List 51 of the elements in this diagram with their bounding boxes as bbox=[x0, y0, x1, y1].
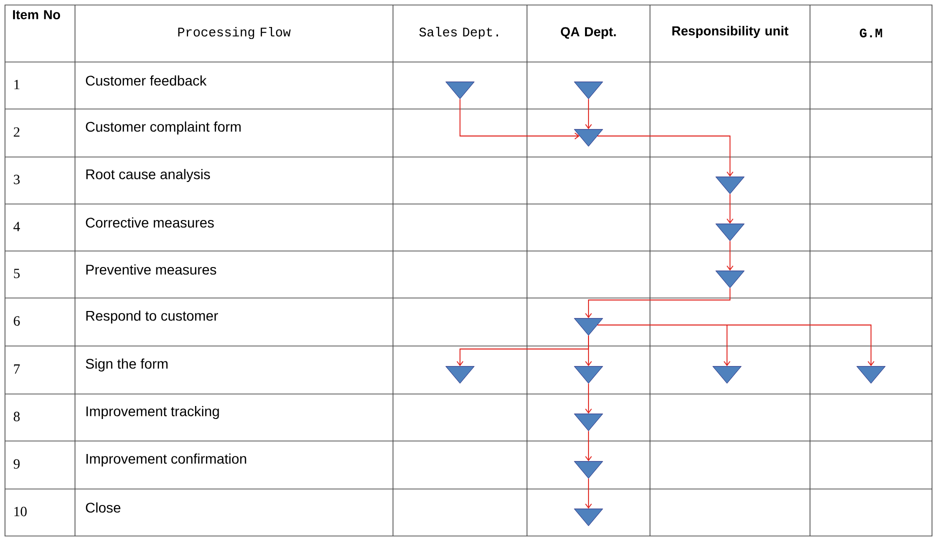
step-name: Close bbox=[86, 502, 120, 513]
step-name: Improvement confirmation bbox=[86, 453, 246, 467]
arrow bbox=[597, 136, 734, 177]
triangle-marker bbox=[574, 508, 603, 526]
triangle-marker bbox=[716, 270, 744, 288]
triangle-marker bbox=[856, 366, 886, 384]
item-number: 6 bbox=[14, 316, 20, 326]
triangle-marker bbox=[574, 414, 603, 432]
item-number: 4 bbox=[13, 222, 20, 232]
triangle-marker bbox=[574, 129, 603, 147]
triangle-marker bbox=[574, 461, 603, 479]
step-name: Improvement tracking bbox=[86, 406, 219, 420]
column-header: QA Dept. bbox=[560, 27, 616, 39]
column-header: Item No bbox=[13, 10, 60, 20]
item-number: 2 bbox=[14, 127, 20, 137]
item-number: 9 bbox=[14, 459, 20, 469]
column-header: Sales Dept. bbox=[419, 26, 498, 40]
step-name: Preventive measures bbox=[86, 264, 216, 275]
step-name: Sign the form bbox=[86, 358, 168, 372]
triangle-marker bbox=[574, 318, 603, 336]
step-name: Customer complaint form bbox=[86, 121, 241, 135]
item-number: 10 bbox=[14, 506, 27, 516]
item-number: 8 bbox=[14, 412, 20, 422]
column-header: Responsibility unit bbox=[672, 26, 788, 38]
arrow bbox=[585, 383, 592, 414]
item-number: 1 bbox=[14, 80, 20, 90]
triangle-marker bbox=[574, 82, 603, 100]
arrow bbox=[585, 478, 592, 509]
arrow bbox=[726, 194, 734, 224]
step-name: Customer feedback bbox=[86, 75, 207, 86]
triangle-marker bbox=[446, 82, 474, 100]
triangle-marker bbox=[446, 366, 474, 384]
arrow bbox=[585, 288, 730, 318]
arrow bbox=[585, 98, 592, 130]
column-header: Processing Flow bbox=[178, 26, 291, 40]
step-name: Corrective measures bbox=[86, 217, 214, 228]
item-number: 3 bbox=[14, 174, 20, 184]
arrow bbox=[460, 98, 580, 140]
arrow bbox=[726, 240, 734, 271]
step-name: Respond to customer bbox=[86, 310, 218, 324]
column-header: G.M bbox=[860, 28, 882, 38]
item-number: 5 bbox=[14, 268, 20, 278]
triangle-marker bbox=[712, 366, 742, 384]
triangle-marker bbox=[574, 366, 603, 384]
arrow bbox=[597, 324, 874, 366]
arrow bbox=[585, 430, 592, 462]
step-name: Root cause analysis bbox=[86, 168, 210, 182]
triangle-marker bbox=[716, 176, 744, 194]
triangle-marker bbox=[716, 224, 744, 242]
arrow bbox=[585, 335, 592, 366]
item-number: 7 bbox=[14, 364, 20, 374]
